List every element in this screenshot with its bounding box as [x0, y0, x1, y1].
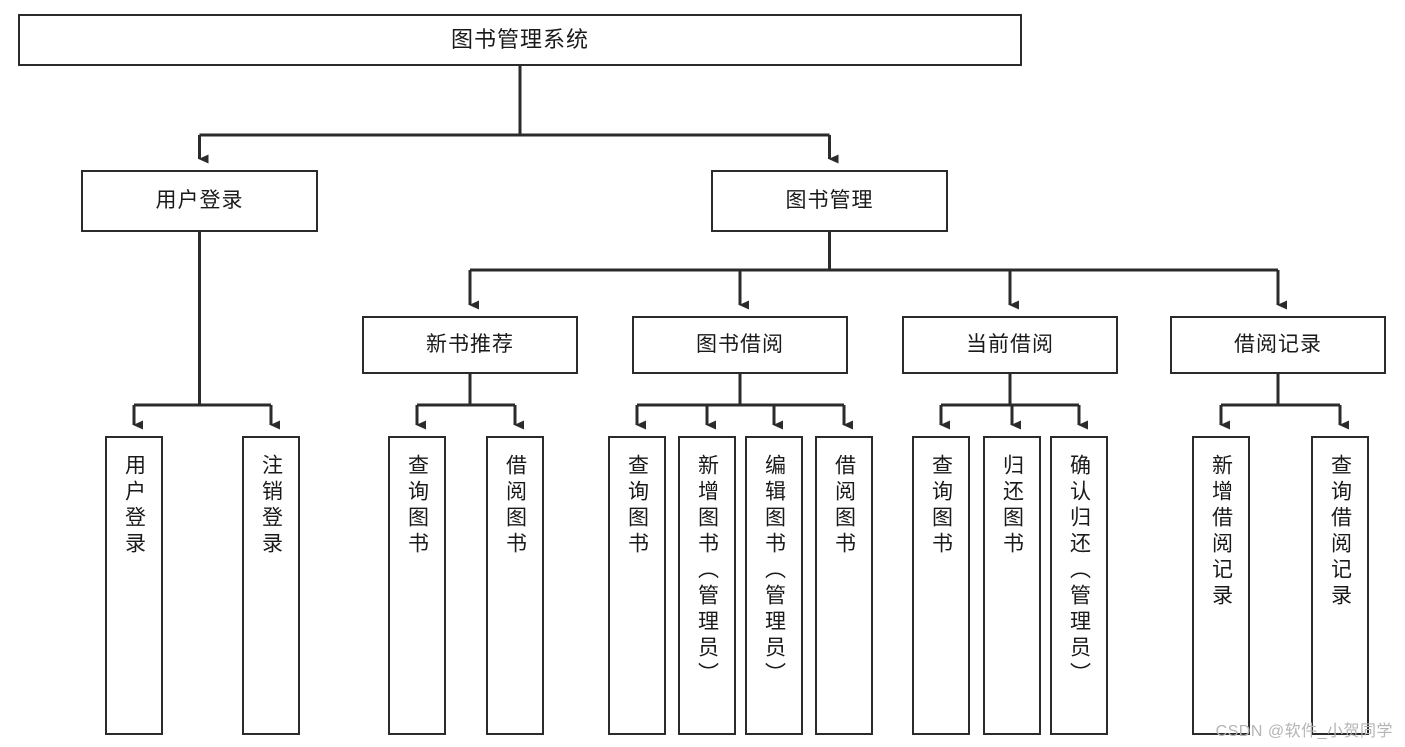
node-book-borrow[interactable]: 图书借阅 [632, 316, 848, 374]
node-leaf-query-book-current[interactable]: 查询图书 [912, 436, 970, 735]
node-label: 用户登录 [122, 454, 146, 558]
node-label: 图书管理系统 [450, 26, 589, 52]
node-leaf-logout[interactable]: 注销登录 [242, 436, 300, 735]
node-leaf-query-book-recommend[interactable]: 查询图书 [388, 436, 446, 735]
node-leaf-query-borrow-record[interactable]: 查询借阅记录 [1311, 436, 1369, 735]
node-leaf-confirm-return-admin[interactable]: 确认归还（管理员） [1050, 436, 1108, 735]
node-label: 借阅图书 [832, 454, 856, 558]
node-label: 借阅图书 [503, 454, 527, 558]
node-current-borrow[interactable]: 当前借阅 [902, 316, 1118, 374]
node-leaf-edit-book-admin[interactable]: 编辑图书（管理员） [745, 436, 803, 735]
node-label: 查询借阅记录 [1328, 454, 1352, 610]
node-label: 图书管理 [785, 189, 874, 213]
node-leaf-query-book-borrow[interactable]: 查询图书 [608, 436, 666, 735]
node-label: 查询图书 [625, 454, 649, 558]
node-book-manage[interactable]: 图书管理 [711, 170, 948, 232]
node-label: 新书推荐 [426, 333, 514, 357]
node-label: 编辑图书（管理员） [762, 454, 786, 688]
node-leaf-user-login[interactable]: 用户登录 [105, 436, 163, 735]
node-borrow-record[interactable]: 借阅记录 [1170, 316, 1386, 374]
node-user-login[interactable]: 用户登录 [81, 170, 318, 232]
node-leaf-borrow-book-recommend[interactable]: 借阅图书 [486, 436, 544, 735]
watermark: CSDN @软件_小贺同学 [1215, 723, 1393, 740]
node-leaf-add-book-admin[interactable]: 新增图书（管理员） [678, 436, 736, 735]
node-leaf-add-borrow-record[interactable]: 新增借阅记录 [1192, 436, 1250, 735]
node-label: 归还图书 [1000, 454, 1024, 558]
node-label: 图书借阅 [696, 333, 784, 357]
node-leaf-return-book[interactable]: 归还图书 [983, 436, 1041, 735]
node-root[interactable]: 图书管理系统 [18, 14, 1022, 66]
node-label: 查询图书 [929, 454, 953, 558]
node-label: 当前借阅 [966, 333, 1054, 357]
node-label: 查询图书 [405, 454, 429, 558]
node-label: 新增借阅记录 [1209, 454, 1233, 610]
node-new-book-recommend[interactable]: 新书推荐 [362, 316, 578, 374]
node-leaf-borrow-book[interactable]: 借阅图书 [815, 436, 873, 735]
node-label: 注销登录 [259, 454, 283, 558]
node-label: 用户登录 [155, 189, 244, 213]
node-label: 新增图书（管理员） [695, 454, 719, 688]
node-label: 确认归还（管理员） [1067, 454, 1091, 688]
node-label: 借阅记录 [1234, 333, 1322, 357]
